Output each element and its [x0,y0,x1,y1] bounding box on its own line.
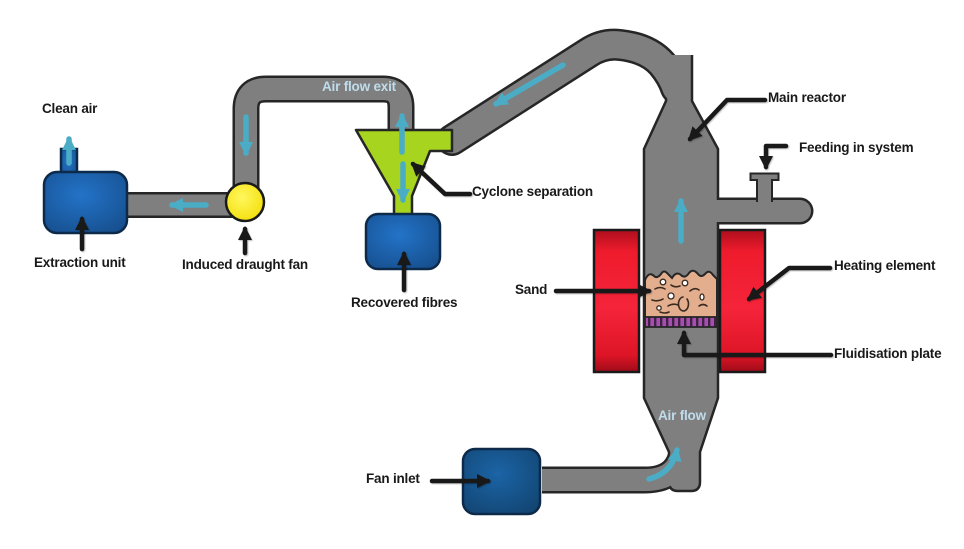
label-fan-inlet: Fan inlet [366,471,420,486]
inlet-curve-flow-arrow [646,447,682,482]
heating-element-arrow [746,265,833,302]
label-heating-element: Heating element [834,258,936,273]
label-arrows [75,97,834,488]
label-extraction-unit: Extraction unit [34,255,126,270]
feeding-system-arrow [759,143,789,170]
feeding-port [749,172,780,202]
label-sand: Sand [515,282,548,297]
pipe-inlet [542,443,694,491]
label-air-flow: Air flow [658,408,706,423]
heating-element-left [592,228,641,374]
label-clean-air: Clean air [42,101,98,116]
diagonal-flow-arrow [493,62,566,107]
sand-bed [644,269,718,328]
cyclone-separation-arrow [410,161,473,197]
label-recovered-fibres: Recovered fibres [351,295,458,310]
label-fluidisation-plate: Fluidisation plate [834,346,942,361]
label-air-flow-exit: Air flow exit [322,79,396,94]
fluidisation-plate-arrow [677,330,834,358]
induced-draught-fan-circle [224,181,266,223]
label-main-reactor: Main reactor [768,90,846,105]
label-feeding-in-system: Feeding in system [799,140,914,155]
main-reactor-arrow [687,97,768,142]
flow-arrows [62,62,688,482]
fluidisation-plate-strip [644,316,718,328]
label-induced-draught-fan: Induced draught fan [182,257,308,272]
label-cyclone-separation: Cyclone separation [472,184,593,199]
pipe-diagonal [438,31,690,154]
extraction-body [42,170,129,235]
pipe-exit [235,78,412,210]
sand-texture [651,278,708,314]
heating-element-right [718,228,767,374]
extraction-unit-box [42,147,129,235]
